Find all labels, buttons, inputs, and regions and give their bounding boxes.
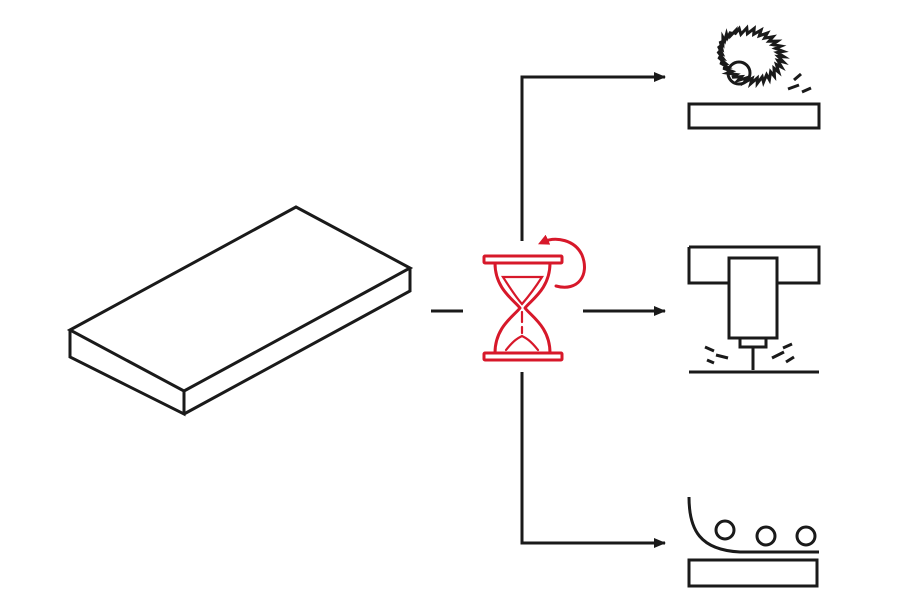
branch-connectors bbox=[520, 72, 666, 548]
cnc-milling-spindle-icon bbox=[687, 245, 821, 374]
circular-saw-cutting-icon bbox=[687, 24, 821, 130]
slab-block-icon bbox=[66, 205, 414, 417]
hourglass-rotate-icon bbox=[482, 234, 586, 362]
roller-bending-icon bbox=[687, 496, 819, 588]
